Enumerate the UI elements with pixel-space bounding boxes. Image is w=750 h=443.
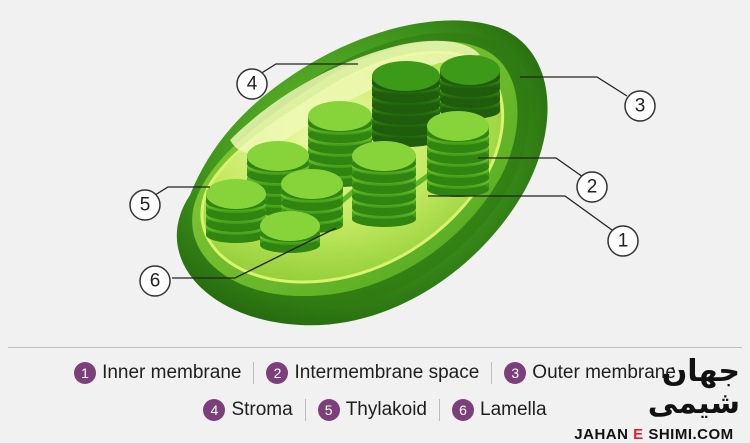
legend-row-1: 1 Inner membrane 2 Intermembrane space 3… xyxy=(0,358,750,388)
legend-row-2: 4 Stroma 5 Thylakoid 6 Lamella xyxy=(0,397,750,423)
legend-badge: 5 xyxy=(317,399,340,421)
thylakoid-cap xyxy=(427,111,489,141)
legend-separator xyxy=(253,362,255,384)
legend-badge: 3 xyxy=(504,362,527,384)
watermark-logo: جهان شیمی JAHAN E SHIMI.COM xyxy=(568,356,741,443)
watermark-latin-prefix: JAHAN xyxy=(574,426,629,443)
thylakoid-cap xyxy=(281,169,343,199)
legend-item-outer-membrane: 3 Outer membrane xyxy=(504,362,676,384)
callout-4-number: 4 xyxy=(247,74,258,95)
legend-label: Stroma xyxy=(231,399,293,420)
callout-5-number: 5 xyxy=(140,195,151,216)
leader-lines xyxy=(154,63,628,279)
callout-2: 2 xyxy=(576,171,608,203)
grana-stacks xyxy=(206,55,500,253)
callout-5: 5 xyxy=(129,189,161,221)
granum-9 xyxy=(260,211,320,253)
thylakoid-cap xyxy=(308,101,372,131)
legend-badge: 4 xyxy=(203,399,226,421)
chloroplast-diagram: 1 2 3 4 5 6 xyxy=(129,20,656,326)
legend-divider xyxy=(8,347,742,348)
thylakoid-cap xyxy=(372,61,440,91)
legend-separator xyxy=(304,399,306,421)
callout-6-number: 6 xyxy=(150,271,161,292)
legend-label: Inner membrane xyxy=(102,362,242,383)
thylakoid-cap xyxy=(440,55,500,85)
legend-item-lamella: 6 Lamella xyxy=(452,399,547,421)
watermark-script-text: جهان شیمی xyxy=(647,354,741,421)
legend-item-inner-membrane: 1 Inner membrane xyxy=(74,362,241,384)
legend-item-stroma: 4 Stroma xyxy=(203,399,293,421)
callout-2-number: 2 xyxy=(587,177,598,198)
legend-label: Outer membrane xyxy=(532,362,676,383)
legend-label: Thylakoid xyxy=(345,399,428,420)
granum-6 xyxy=(352,141,416,227)
legend-label: Intermembrane space xyxy=(294,362,480,383)
legend-badge: 1 xyxy=(74,362,97,384)
granum-8 xyxy=(206,179,266,243)
legend-separator xyxy=(491,362,493,384)
callout-3-number: 3 xyxy=(635,96,646,117)
legend-separator xyxy=(439,399,441,421)
callout-3: 3 xyxy=(624,90,656,122)
granum-4 xyxy=(427,111,489,197)
granum-2 xyxy=(440,55,500,119)
callout-4: 4 xyxy=(236,68,268,100)
legend-label: Lamella xyxy=(480,399,547,420)
callout-1-number: 1 xyxy=(618,231,629,252)
watermark-latin-text: JAHAN E SHIMI.COM xyxy=(568,426,740,443)
legend-item-thylakoid: 5 Thylakoid xyxy=(317,399,428,421)
legend-badge: 2 xyxy=(266,362,289,384)
callout-6: 6 xyxy=(139,265,171,297)
thylakoid-cap xyxy=(352,141,416,171)
callout-1: 1 xyxy=(607,225,639,257)
watermark-latin-accent: E xyxy=(633,426,644,443)
legend-badge: 6 xyxy=(452,399,475,421)
thylakoid-cap xyxy=(206,179,266,209)
watermark-latin-suffix: SHIMI.COM xyxy=(648,426,734,443)
legend-item-intermembrane-space: 2 Intermembrane space xyxy=(266,362,479,384)
thylakoid-cap xyxy=(247,141,309,171)
granum-1 xyxy=(372,61,440,147)
thylakoid-cap xyxy=(260,211,320,241)
